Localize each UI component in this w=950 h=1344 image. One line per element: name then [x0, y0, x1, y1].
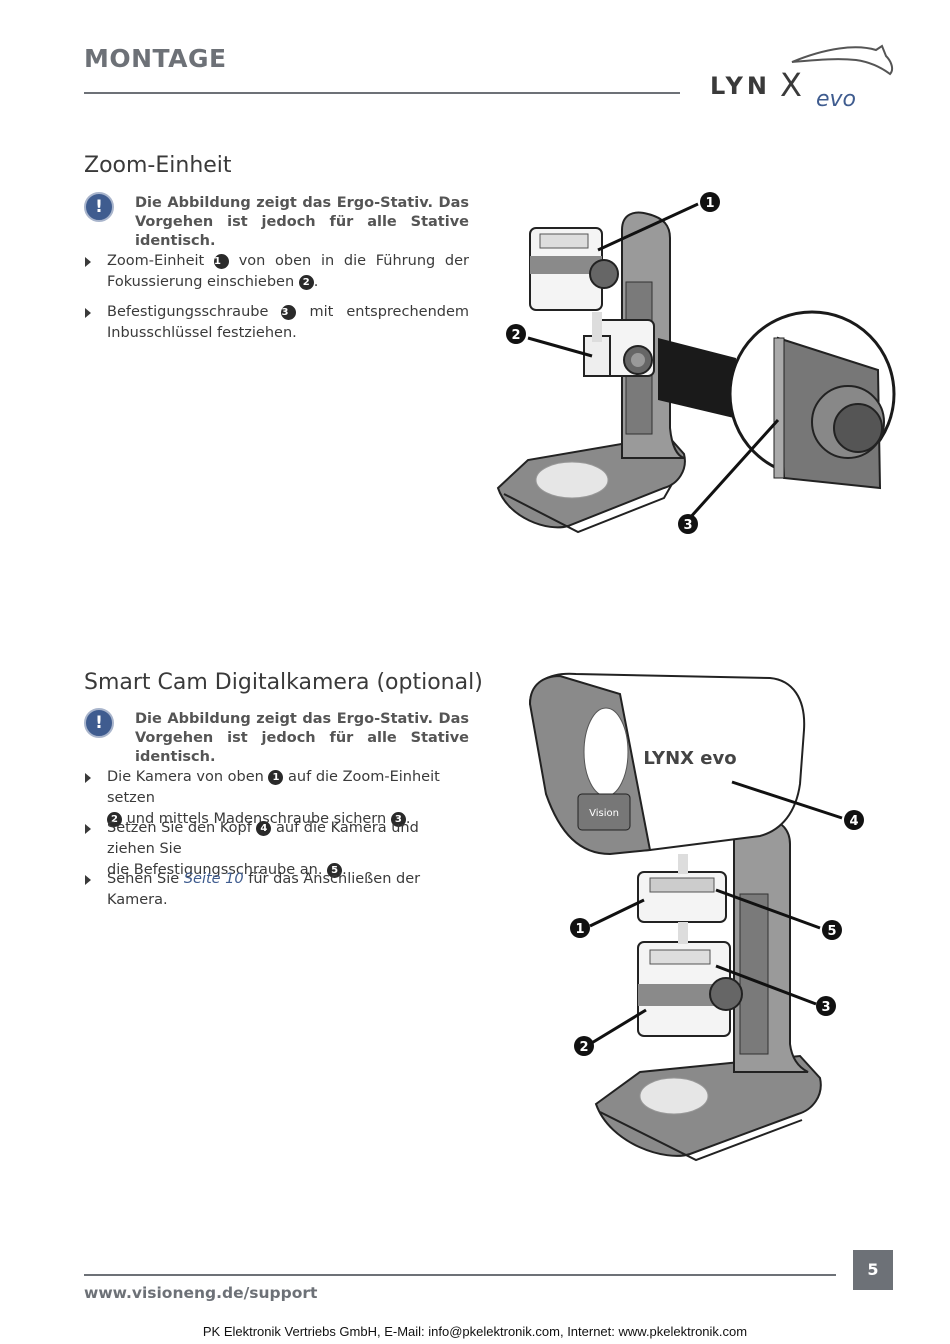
section1-step-2: Befestigungsschraube 3 mit entsprechende… [85, 302, 469, 344]
bullet-arrow-icon [85, 308, 91, 318]
head-logo-label: LYNX evo [643, 748, 736, 769]
lynx-evo-logo: LYN X evo [710, 44, 894, 112]
callout-number: 1 [268, 770, 284, 785]
callout-badge-4: 4 [849, 814, 858, 829]
callout-number: 4 [256, 821, 272, 836]
page-reference-link[interactable]: Seite 10 [183, 871, 244, 887]
callout-number: 3 [390, 812, 406, 827]
callout-badge-3: 3 [683, 518, 692, 533]
callout-number: 2 [107, 812, 122, 827]
callout-badge-1: 1 [705, 196, 714, 211]
callout-badge-3: 3 [821, 1000, 830, 1015]
smart-cam-illustration: Vision LYNX evo 4 1 5 3 2 [528, 672, 864, 1162]
bullet-arrow-icon [85, 875, 91, 885]
callout-number: 2 [298, 275, 314, 290]
page-number: 5 [853, 1250, 893, 1290]
section2-note: Die Abbildung zeigt das Ergo-Stativ. Das… [135, 711, 469, 765]
section2-step-3: Sehen Sie Seite 10 für das Anschließen d… [85, 869, 469, 911]
support-url-link[interactable]: www.visioneng.de/support [84, 1284, 318, 1302]
info-exclamation-icon: ! [84, 708, 114, 738]
callout-badge-5: 5 [827, 924, 836, 939]
callout-number: 5 [327, 863, 343, 878]
logo-evo-text: evo [816, 87, 856, 112]
section1-note: Die Abbildung zeigt das Ergo-Stativ. Das… [135, 195, 469, 249]
section-title-zoom-unit: Zoom-Einheit [84, 153, 232, 178]
section2-step-2: Setzen Sie den Kopf 4 auf die Kamera und… [85, 818, 469, 881]
bullet-arrow-icon [85, 773, 91, 783]
page-header-title: MONTAGE [84, 44, 227, 73]
callout-number: 3 [281, 305, 297, 320]
vision-brand-label: Vision [589, 808, 619, 819]
callout-badge-1: 1 [575, 922, 584, 937]
bullet-arrow-icon [85, 824, 91, 834]
zoom-unit-illustration: 1 2 3 [496, 192, 896, 534]
bullet-arrow-icon [85, 257, 91, 267]
header-divider [84, 92, 680, 94]
company-footer-text: PK Elektronik Vertriebs GmbH, E-Mail: in… [202, 1324, 748, 1339]
section2-step-1: Die Kamera von oben 1 auf die Zoom-Einhe… [85, 767, 469, 830]
info-exclamation-icon: ! [84, 192, 114, 222]
section-title-smart-cam: Smart Cam Digitalkamera (optional) [84, 670, 483, 695]
section1-step-1: Zoom-Einheit 1 von oben in die Führung d… [85, 251, 469, 293]
callout-badge-2: 2 [511, 328, 520, 343]
logo-x-text: X [780, 66, 802, 104]
footer-divider [84, 1274, 836, 1276]
logo-lynx-text: LYN [710, 72, 771, 100]
callout-number: 1 [213, 254, 229, 269]
callout-badge-2: 2 [579, 1040, 588, 1055]
